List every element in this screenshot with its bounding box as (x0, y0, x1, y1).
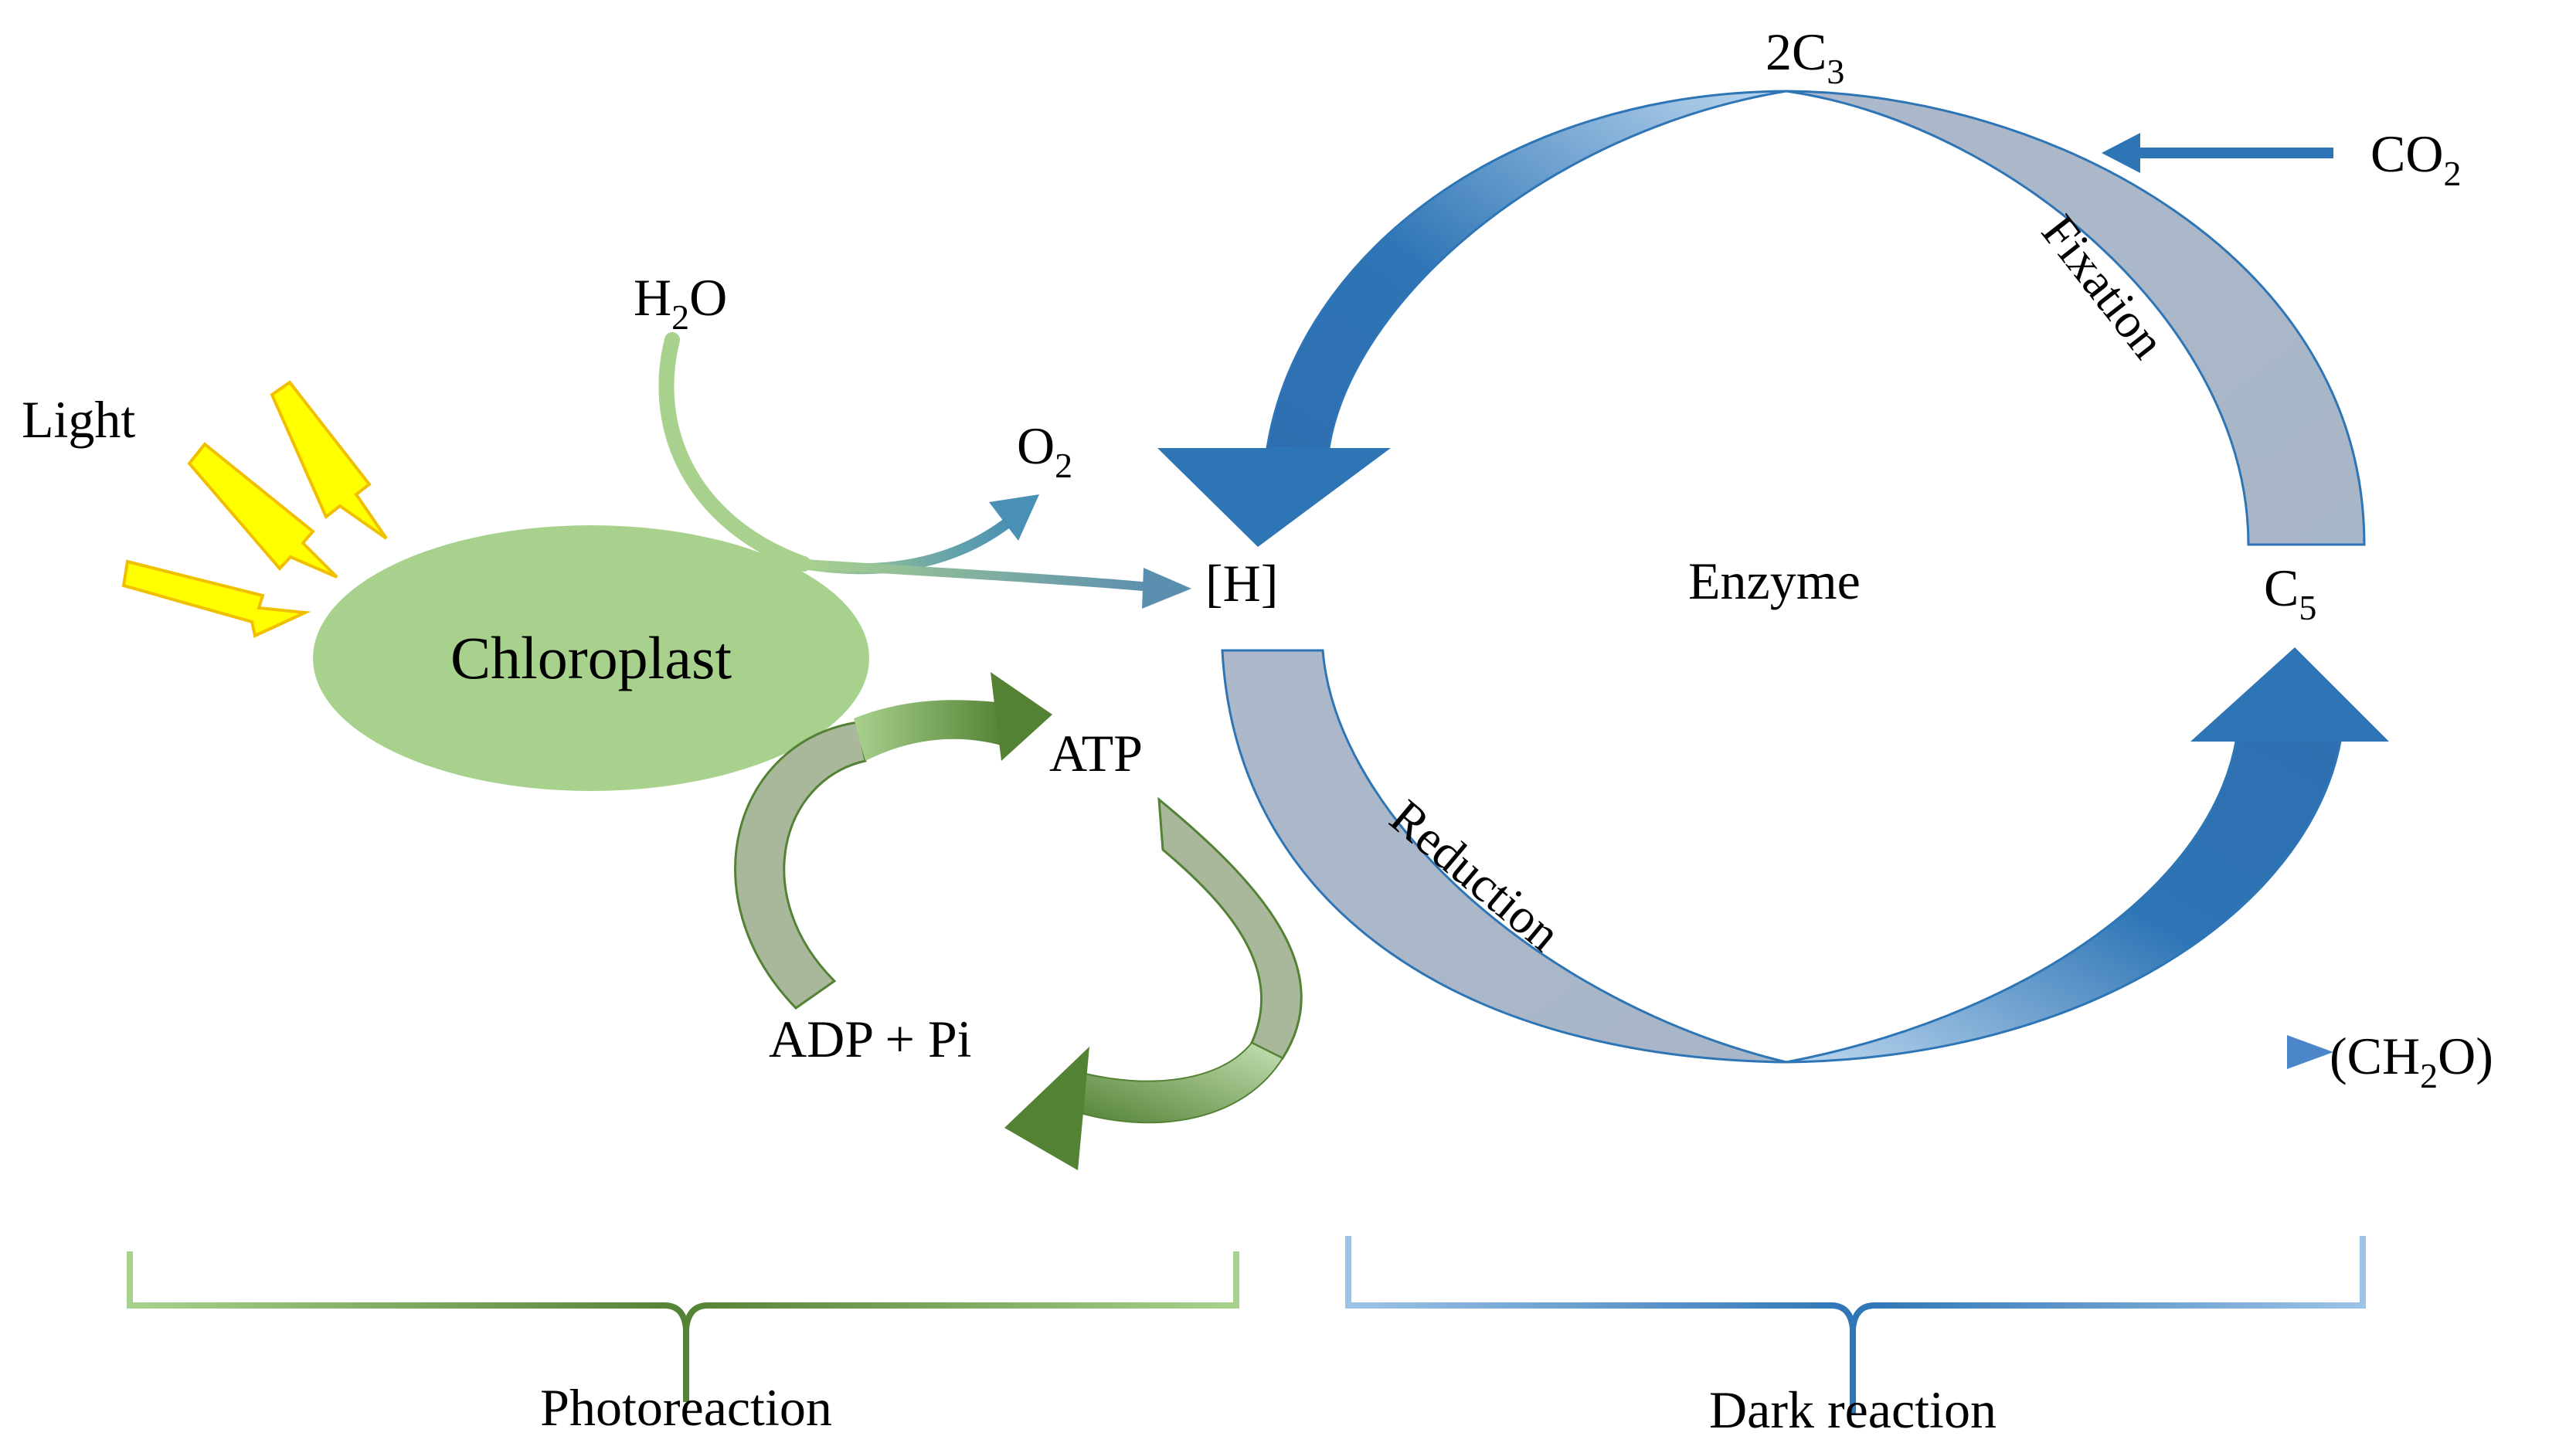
photoreaction-brace (127, 1251, 1239, 1402)
h-arrow-head (1142, 568, 1191, 609)
chloroplast-label: Chloroplast (450, 624, 732, 691)
regeneration-band-top (1266, 90, 1787, 450)
oxygen-label: O2 (1017, 416, 1072, 485)
h-label: [H] (1205, 554, 1278, 613)
co2-arrow-head (2102, 133, 2140, 173)
adp-arrow-head (1004, 1047, 1089, 1170)
co2-label: CO2 (2370, 124, 2461, 193)
enzyme-label: Enzyme (1688, 552, 1861, 610)
atp-arrow-head (991, 672, 1052, 761)
light-ray-2 (187, 442, 338, 579)
light-ray-1 (270, 380, 388, 540)
water-label: H2O (634, 268, 727, 337)
c5-label: C5 (2264, 558, 2316, 627)
dark-reaction-brace (1345, 1236, 2366, 1414)
atp-to-adp-band-bottom (1076, 1041, 1284, 1124)
fixation-band (1786, 90, 2366, 546)
top-arrow-head (1157, 448, 1391, 547)
two-c3-label: 2C3 (1765, 22, 1844, 91)
h-arrow-shaft (803, 559, 1152, 592)
regeneration-band-bottom (1786, 736, 2343, 1064)
light-ray-3 (121, 559, 311, 638)
ch2o-arrow-head (2287, 1035, 2333, 1069)
atp-label: ATP (1049, 724, 1143, 783)
light-label: Light (22, 390, 135, 449)
oxygen-arrow-head (989, 494, 1039, 541)
reduction-band (1221, 649, 1787, 1064)
dark-reaction-label: Dark reaction (1709, 1380, 1997, 1439)
adp-to-atp-band-top (854, 700, 1004, 761)
light-rays (121, 380, 388, 638)
adp-label: ADP + Pi (769, 1010, 972, 1068)
bottom-arrow-head (2190, 647, 2389, 742)
ch2o-label: (CH2O) (2330, 1027, 2493, 1095)
photoreaction-label: Photoreaction (540, 1378, 832, 1437)
chloroplast (313, 525, 869, 791)
water-line (658, 332, 811, 572)
